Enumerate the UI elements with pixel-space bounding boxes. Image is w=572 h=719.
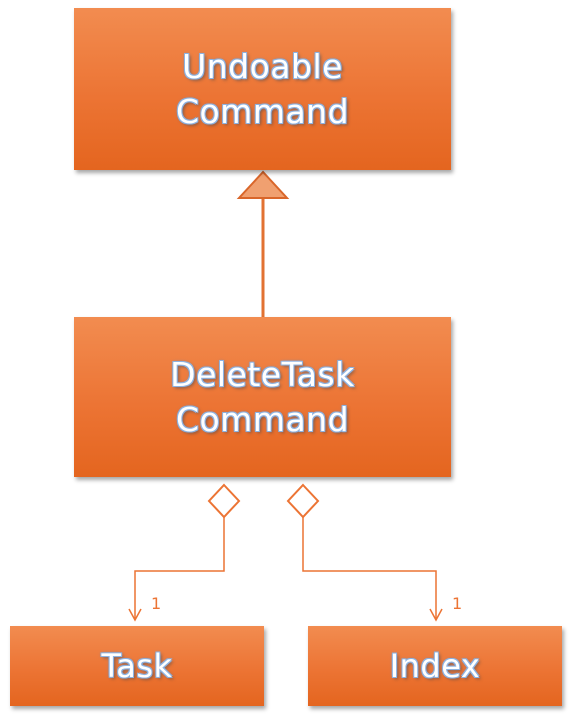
class-name-line1: DeleteTask — [170, 355, 355, 394]
class-name-line2: Command — [175, 92, 350, 131]
multiplicity-index: 1 — [452, 594, 462, 613]
aggregation-arrowhead-task — [128, 608, 142, 622]
aggregation-diamond-task — [207, 483, 241, 519]
aggregation-line-task — [134, 517, 225, 620]
aggregation-arrowhead-index — [429, 608, 443, 622]
multiplicity-task: 1 — [151, 594, 161, 613]
class-box-index[interactable]: Index — [308, 626, 562, 706]
inheritance-arrowhead — [236, 170, 290, 199]
class-box-delete-task-command[interactable]: DeleteTask Command — [74, 317, 451, 477]
class-name: Index — [389, 646, 481, 685]
class-name-line2: Command — [175, 400, 350, 439]
class-name-line1: Undoable — [182, 47, 343, 86]
aggregation-diamond-index — [286, 483, 320, 519]
class-box-task[interactable]: Task — [10, 626, 264, 706]
aggregation-line-index — [302, 517, 437, 620]
class-name: Task — [101, 646, 173, 685]
class-box-undoable-command[interactable]: Undoable Command — [74, 8, 451, 170]
